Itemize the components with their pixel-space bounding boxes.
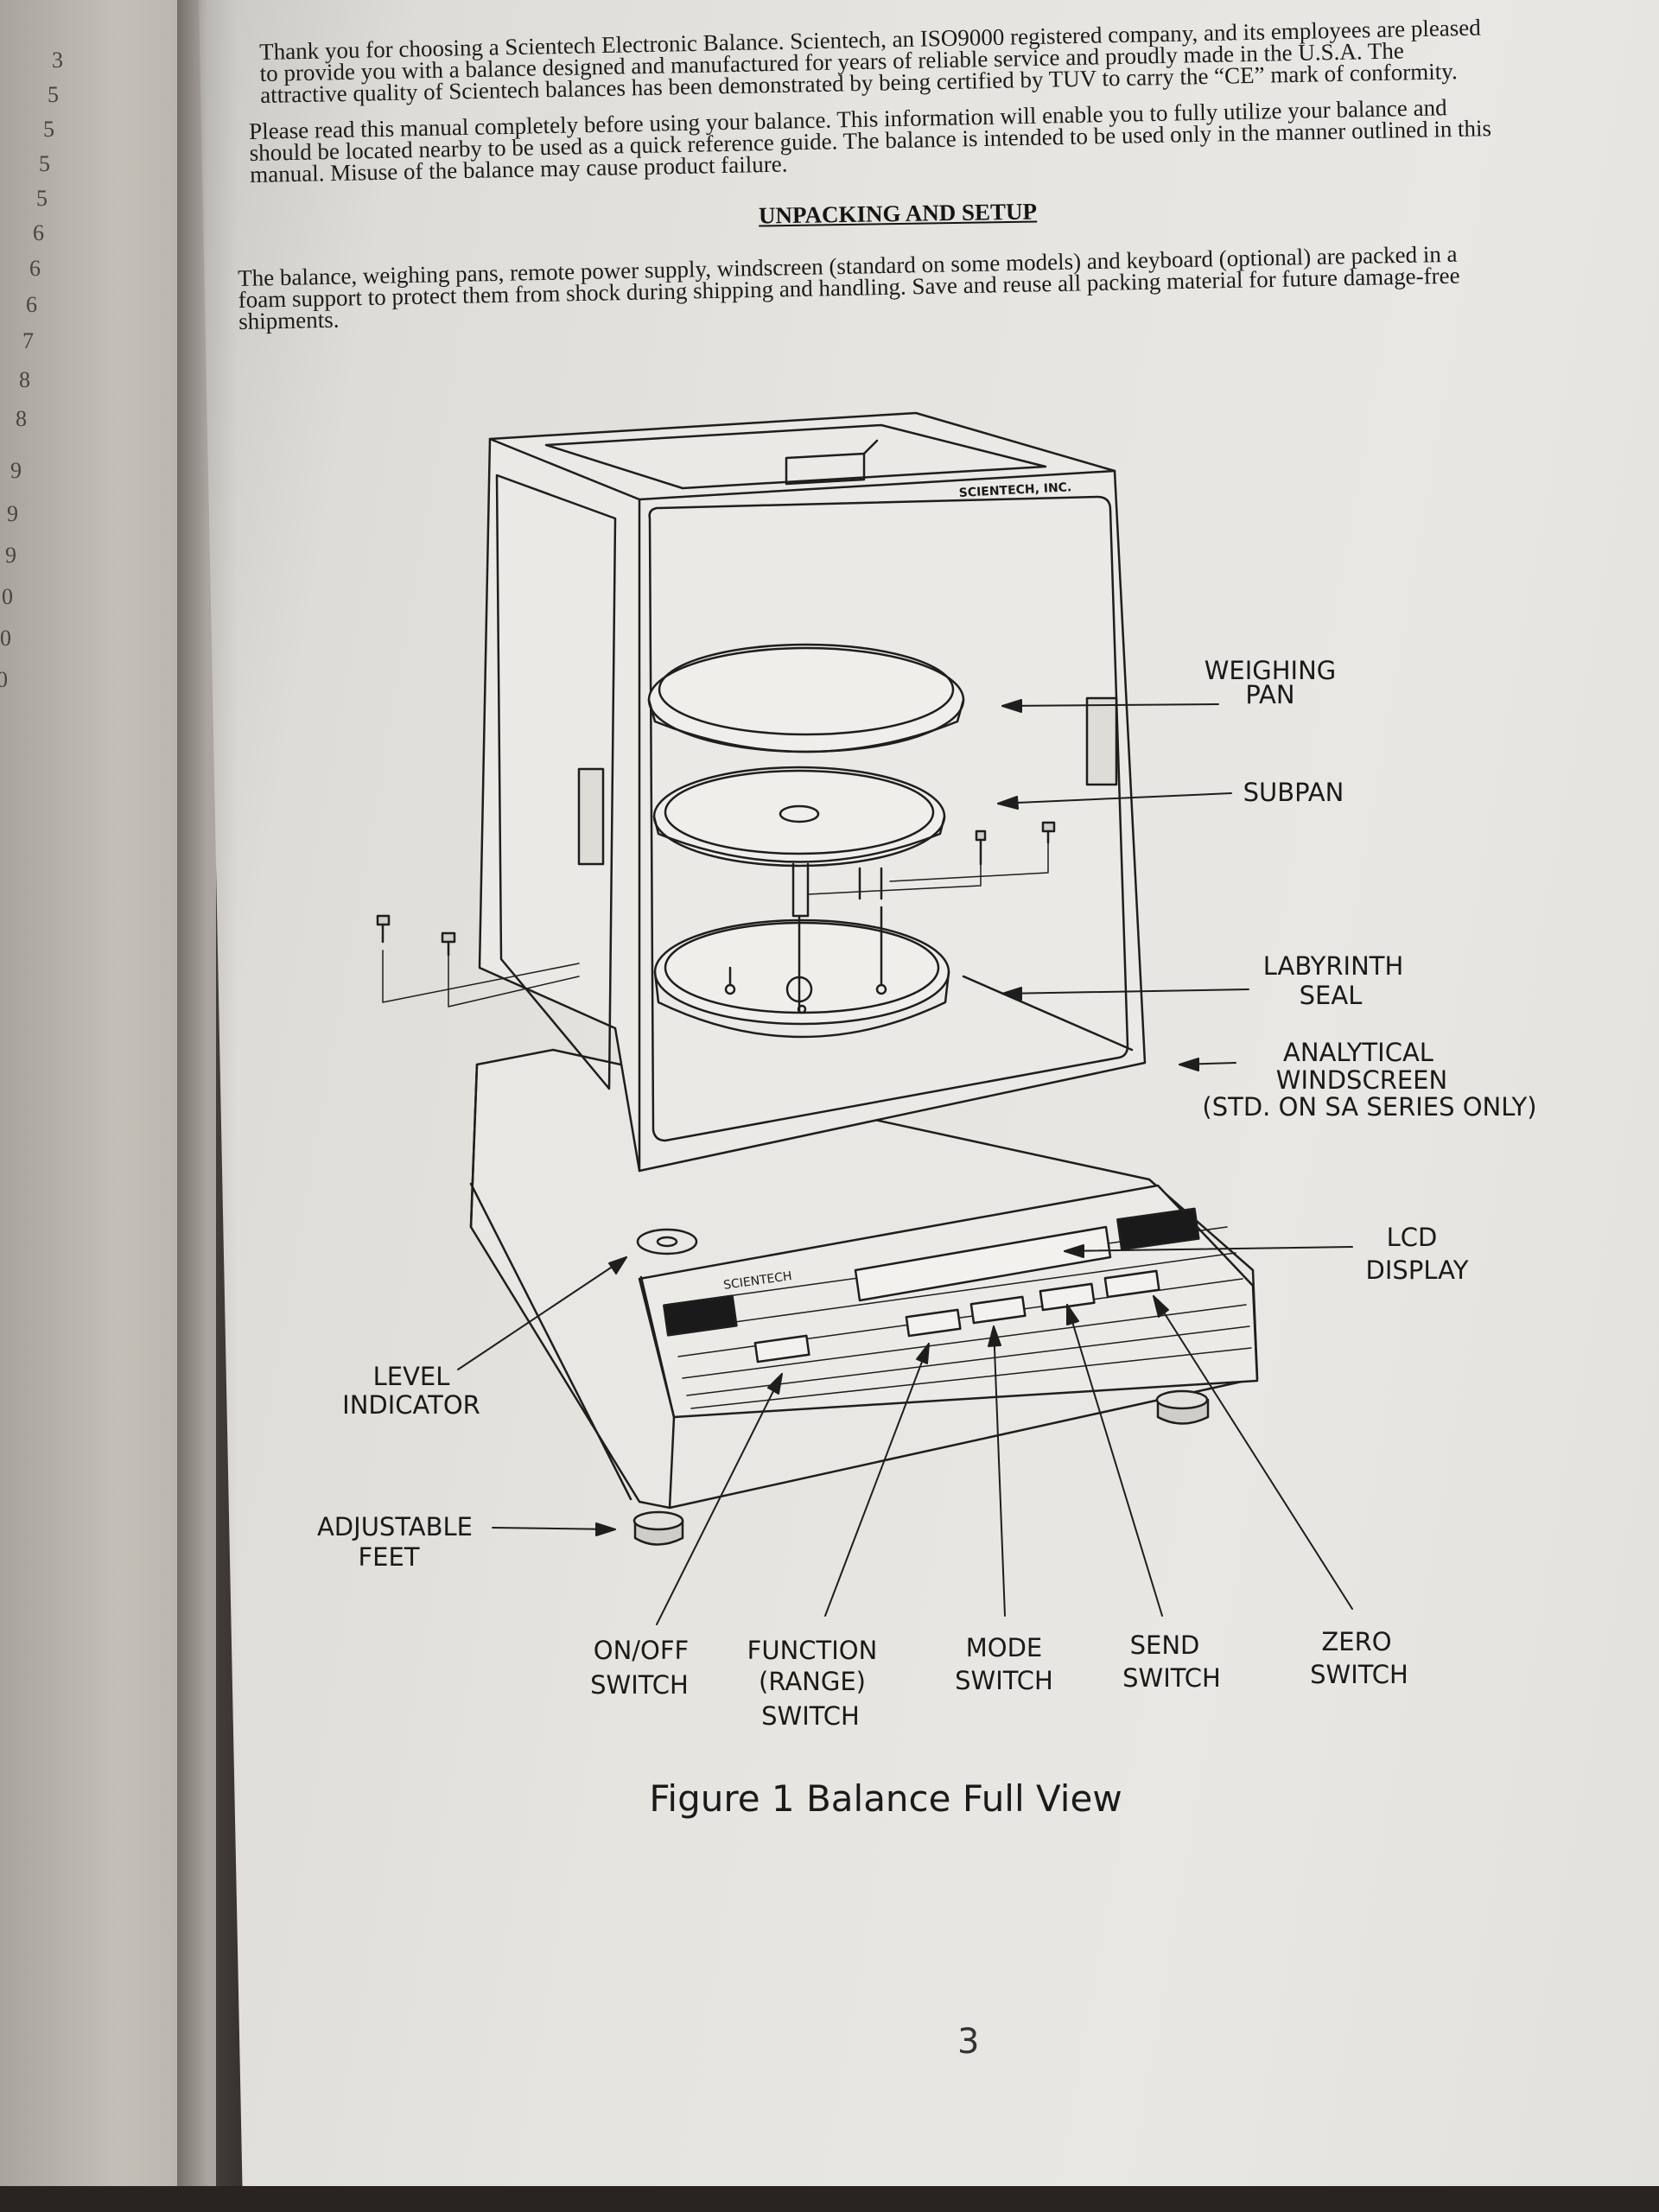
toc-page-number: 0 [0,667,8,692]
toc-page-number: 6 [26,292,37,317]
windscreen-label: WINDSCREEN [1276,1065,1447,1095]
weighing-pan [647,643,965,753]
weighing-pan-label: PAN [1245,680,1294,709]
mode-button [969,1295,1027,1325]
level-indicator-label: INDICATOR [342,1390,480,1420]
toc-page-number: 0 [2,584,13,609]
pan-post [791,862,883,918]
toc-page-number: 0 [0,626,11,651]
onoff-switch-label: SWITCH [590,1670,689,1700]
lcd-display-label: DISPLAY [1366,1255,1469,1285]
send-switch-label: SWITCH [1122,1663,1221,1693]
adjustable-feet-label: ADJUSTABLE [317,1512,473,1541]
adjustable-foot [1155,1389,1210,1425]
toc-page-number: 8 [16,406,27,431]
zero-switch-label: SWITCH [1310,1660,1408,1689]
toc-page-number: 6 [33,220,44,245]
mode-switch-label: SWITCH [955,1666,1053,1695]
panel-black-block [1116,1207,1200,1251]
leader-lines [457,699,1353,1625]
page-number: 3 [957,2022,980,2062]
windscreen-label: ANALYTICAL [1283,1038,1433,1067]
screw [376,914,391,944]
screw [975,830,987,866]
toc-page-number: 5 [39,151,50,176]
level-indicator-bubble [636,1228,698,1255]
function-switch-label: FUNCTION [747,1636,878,1665]
function-button [905,1308,962,1338]
windscreen-label: (STD. ON SA SERIES ONLY) [1202,1092,1536,1122]
weighing-pan-label: WEIGHING [1205,656,1337,685]
function-switch-label: SWITCH [761,1701,860,1731]
adjustable-feet-label: FEET [358,1542,419,1572]
adjustable-foot [632,1510,684,1546]
send-switch-label: SEND [1130,1630,1200,1660]
lcd-display [854,1225,1112,1302]
lcd-display-label: LCD [1387,1223,1438,1252]
subpan [652,766,946,868]
subpan-label: SUBPAN [1243,778,1344,807]
toc-page-number: 3 [52,48,63,73]
toc-page-number: 6 [29,256,41,281]
labyrinth-seal-label: LABYRINTH [1263,951,1404,981]
toc-page-number: 8 [19,367,30,392]
toc-page-number: 9 [10,458,22,483]
toc-page-number: 9 [7,501,18,526]
function-switch-label: (RANGE) [759,1667,866,1696]
labyrinth-seal-label: SEAL [1300,981,1363,1010]
figure-caption: Figure 1 Balance Full View [649,1777,1122,1820]
onoff-button [753,1334,810,1363]
toc-page-number: 5 [36,186,48,211]
top-brand-text: SCIENTECH, INC. [958,480,1071,500]
onoff-switch-label: ON/OFF [594,1636,689,1665]
toc-page-number: 7 [22,328,34,353]
mode-switch-label: MODE [966,1633,1043,1662]
book-spine-shadow [177,0,238,2212]
toc-page-number: 5 [43,117,54,142]
panel-black-block [663,1294,738,1337]
screw [1041,821,1056,844]
level-indicator-label: LEVEL [373,1362,450,1391]
labyrinth-seal [653,906,950,1039]
zero-button [1103,1269,1160,1299]
screw [441,931,456,957]
toc-page-number: 5 [48,82,59,107]
table-surface [0,2186,1659,2212]
windscreen-handle [577,767,605,866]
toc-page-number: 9 [5,543,16,568]
windscreen-handle [1085,696,1118,786]
control-panel: SCIENTECH [638,1184,1259,1419]
zero-switch-label: ZERO [1321,1627,1391,1656]
